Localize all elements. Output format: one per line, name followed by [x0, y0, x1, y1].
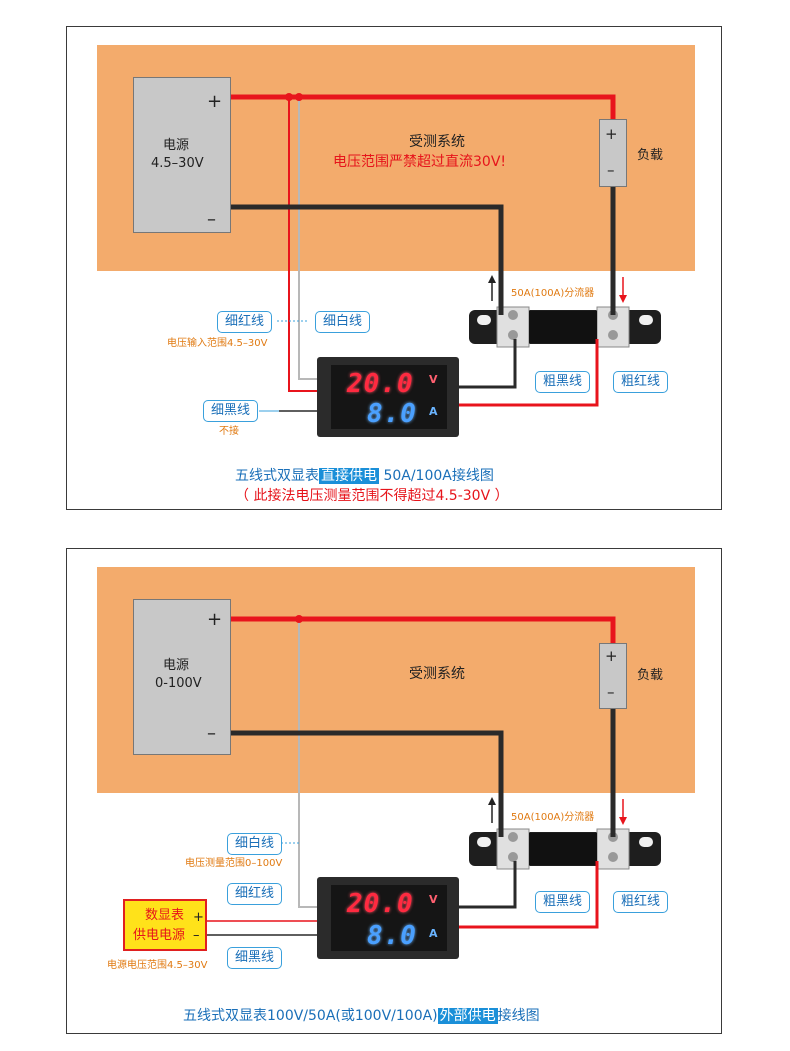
load-plus: + [605, 647, 618, 665]
load-box [599, 119, 627, 187]
aux-label-line1: 数显表 [145, 908, 185, 923]
supply-range: 4.5–30V [151, 156, 204, 171]
voltage-reading: 20.0 [347, 369, 414, 399]
callout-thick-black: 粗黑线 [535, 891, 591, 913]
supply-label: 电源 [163, 658, 190, 673]
load-box [599, 643, 627, 709]
load-minus: – [607, 683, 615, 701]
system-label: 受测系统 [409, 134, 465, 150]
callout-thin-white: 细白线 [227, 833, 283, 855]
current-reading: 8.0 [367, 921, 417, 951]
meter-power-supply-box: 数显表 供电电源 + – [123, 899, 207, 951]
input-range-note: 电压输入范围4.5–30V [167, 338, 268, 349]
callout-thin-white: 细白线 [315, 311, 371, 333]
not-connected-note: 不接 [219, 426, 239, 437]
caption-pre: 五线式双显表 [235, 468, 319, 484]
callout-thin-black: 细黑线 [203, 400, 259, 422]
load-plus: + [605, 125, 618, 143]
caption-post: 50A/100A接线图 [379, 468, 494, 484]
aux-plus: + [193, 910, 204, 925]
supply-range: 0-100V [155, 676, 202, 691]
minus-sign: – [207, 723, 216, 744]
supply-label: 电源 [163, 138, 190, 153]
diagram-panel-external-supply: + – 电源 0-100V 受测系统 + – 负载 50A(100A)分流器 细… [66, 548, 722, 1034]
plus-sign: + [207, 609, 223, 630]
thick-black-main [231, 204, 504, 315]
caption-title: 五线式双显表直接供电 50A/100A接线图 [235, 465, 494, 485]
system-label: 受测系统 [409, 666, 465, 682]
shunt-resistor [469, 306, 661, 348]
measure-range-note: 电压测量范围0–100V [185, 858, 283, 869]
callout-thick-red: 粗红线 [613, 891, 669, 913]
thick-red-main [231, 94, 616, 119]
power-supply-box [133, 77, 231, 233]
dual-display-meter: 20.0 V 8.0 A [317, 877, 459, 959]
voltage-warning: 电压范围严禁超过直流30V! [333, 154, 507, 170]
thick-red-main [231, 616, 616, 643]
power-supply-box [133, 599, 231, 755]
thick-black-to-meter [459, 861, 517, 909]
caption-note: （ 此接法电压测量范围不得超过4.5-30V ） [235, 488, 509, 504]
caption-highlight: 直接供电 [319, 468, 379, 484]
thin-red-wire [288, 97, 317, 392]
aux-minus: – [193, 928, 200, 943]
thick-red-to-meter [459, 339, 599, 407]
load-label: 负载 [637, 148, 664, 163]
voltage-unit: V [429, 373, 438, 386]
thin-white-wire [298, 97, 317, 380]
load-minus: – [607, 161, 615, 179]
shunt-resistor [469, 828, 661, 870]
thick-black-to-meter [459, 339, 517, 389]
voltage-reading: 20.0 [347, 889, 414, 919]
current-reading: 8.0 [367, 399, 417, 429]
shunt-label: 50A(100A)分流器 [511, 812, 595, 823]
thick-black-main [231, 730, 504, 837]
callout-thick-red: 粗红线 [613, 371, 669, 393]
caption-post: 接线图 [497, 1008, 540, 1024]
callout-thin-red: 细红线 [227, 883, 283, 905]
caption-pre: 五线式双显表100V/50A(或100V/100A) [183, 1008, 438, 1024]
caption-highlight: 外部供电 [437, 1008, 498, 1024]
load-label: 负载 [637, 668, 664, 683]
caption-title: 五线式双显表100V/50A(或100V/100A)外部供电接线图 [183, 1005, 540, 1025]
aux-range-note: 电源电压范围4.5–30V [107, 960, 208, 971]
current-unit: A [429, 405, 438, 418]
aux-label-line2: 供电电源 [133, 928, 186, 943]
dual-display-meter: 20.0 V 8.0 A [317, 357, 459, 437]
current-unit: A [429, 927, 438, 940]
callout-thin-red: 细红线 [217, 311, 273, 333]
minus-sign: – [207, 209, 216, 230]
shunt-label: 50A(100A)分流器 [511, 288, 595, 299]
voltage-unit: V [429, 893, 438, 906]
thick-red-to-meter [459, 861, 599, 929]
thin-white-wire [298, 619, 317, 908]
callout-thick-black: 粗黑线 [535, 371, 591, 393]
diagram-panel-direct-supply: + – 电源 4.5–30V 受测系统 电压范围严禁超过直流30V! + – 负… [66, 26, 722, 510]
plus-sign: + [207, 91, 223, 112]
callout-thin-black: 细黑线 [227, 947, 283, 969]
